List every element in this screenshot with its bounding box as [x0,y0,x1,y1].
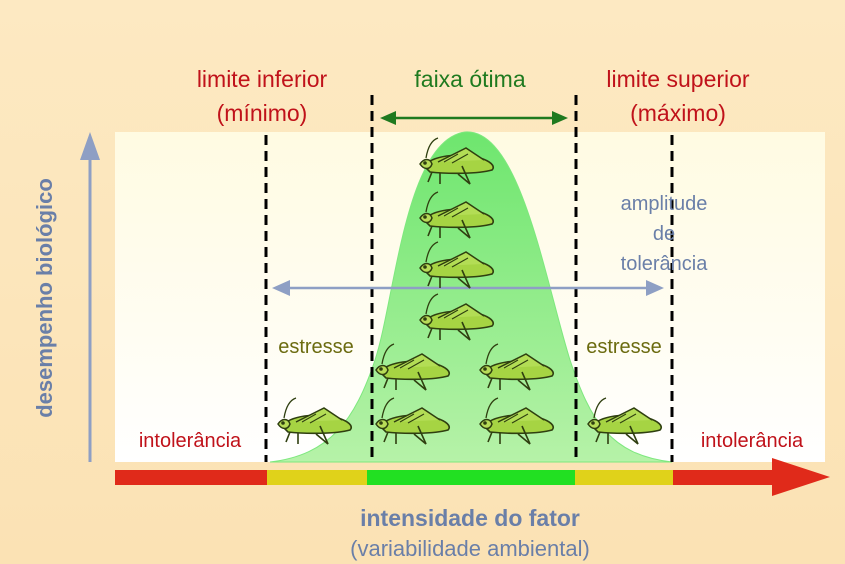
stress-right-label: estresse [586,336,662,358]
factor-intensity-bar [115,458,830,496]
y-axis-label: desempenho biológico [32,178,57,418]
upper-limit-title: limite superior [606,66,749,92]
tolerance-label-3: tolerância [621,253,709,275]
limit-lines [264,95,674,462]
lower-limit-subtitle: (mínimo) [217,100,308,126]
intolerance-left-label: intolerância [139,430,242,452]
tolerance-label-2: de [653,223,675,245]
optimal-band-label: faixa ótima [414,66,525,92]
tolerance-range-arrow [272,280,664,296]
optimal-range-arrow [380,111,568,125]
intolerance-right-label: intolerância [701,430,804,452]
stress-left-label: estresse [278,336,354,358]
x-axis-title: intensidade do fator [360,505,580,531]
lower-limit-title: limite inferior [197,66,328,92]
y-axis-arrow [80,132,100,462]
upper-limit-subtitle: (máximo) [630,100,726,126]
tolerance-label-1: amplitude [621,193,708,215]
performance-curve [269,131,673,463]
x-axis-subtitle: (variabilidade ambiental) [350,536,590,561]
